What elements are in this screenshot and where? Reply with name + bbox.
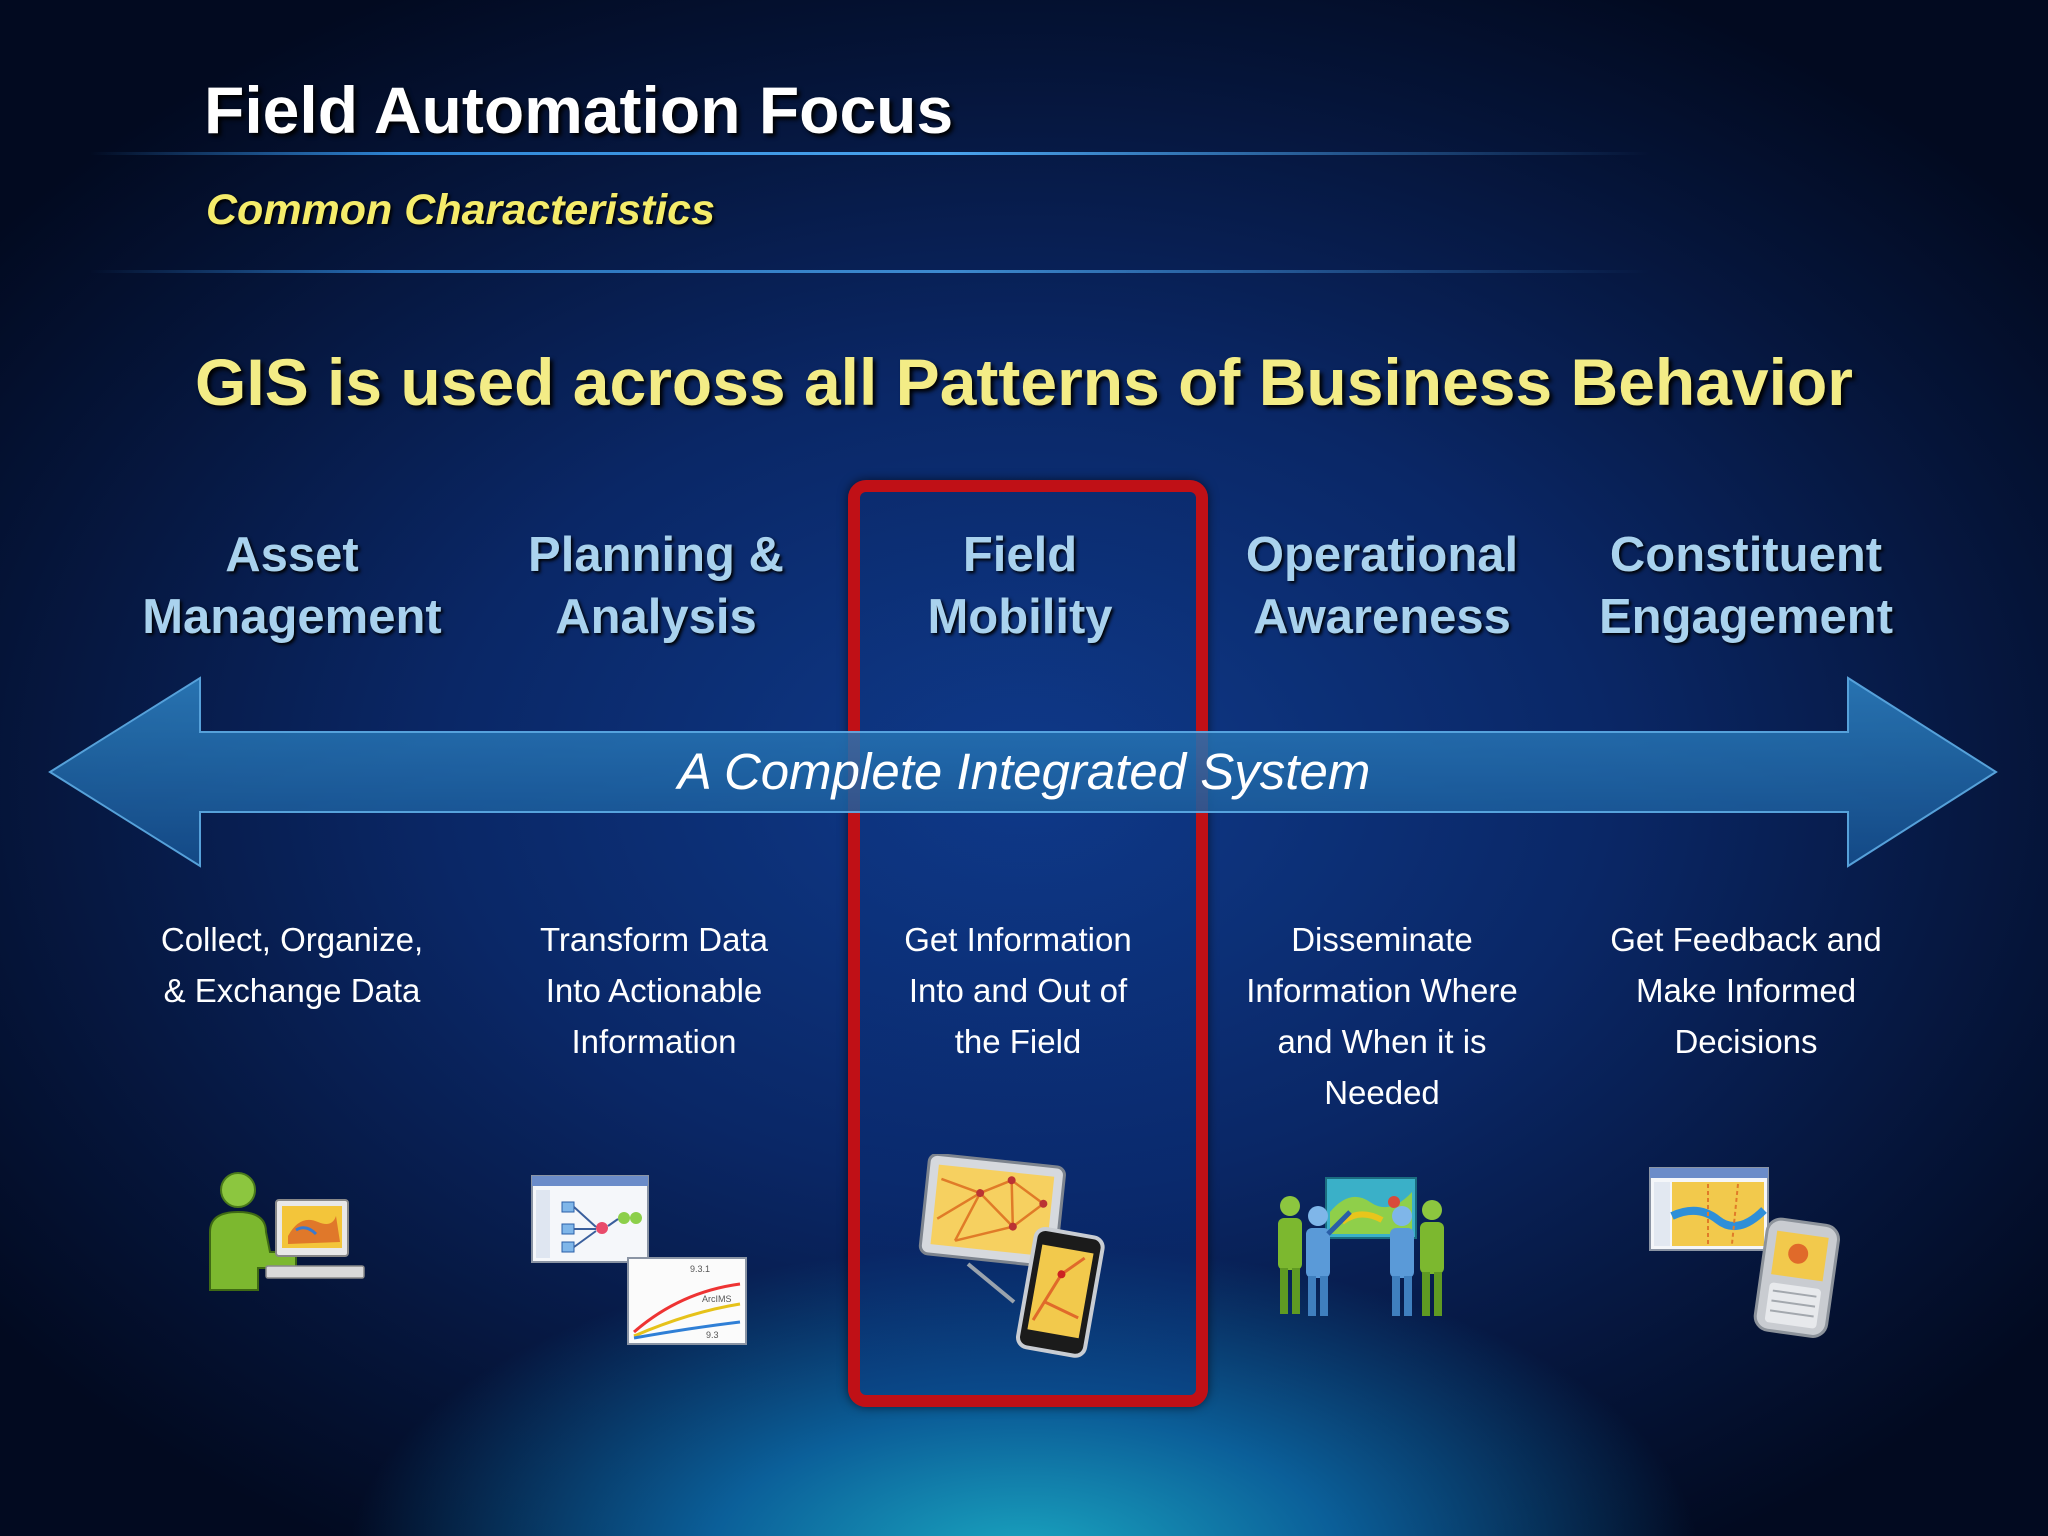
column-desc-planning-analysis: Transform Data Into Actionable Informati… bbox=[539, 921, 768, 1060]
headline: GIS is used across all Patterns of Busin… bbox=[195, 345, 1853, 419]
chart-label-arcims: ArcIMS bbox=[702, 1294, 732, 1304]
web-map-and-phone-icon bbox=[1649, 1167, 1840, 1338]
title-divider bbox=[90, 152, 1650, 155]
workflow-and-chart-icon: 9.3.1 ArcIMS 9.3 bbox=[531, 1175, 747, 1345]
slide-subtitle: Common Characteristics bbox=[206, 186, 715, 234]
column-title-asset-management: Asset Management bbox=[142, 528, 442, 644]
column-desc-constituent-engagement: Get Feedback and Make Informed Decisions bbox=[1610, 921, 1882, 1060]
subtitle-divider bbox=[90, 270, 1650, 273]
slide-title: Field Automation Focus bbox=[204, 73, 954, 147]
double-headed-arrow bbox=[48, 676, 1998, 868]
chart-label-931: 9.3.1 bbox=[690, 1264, 710, 1274]
arrow-label: A Complete Integrated System bbox=[677, 743, 1371, 800]
column-title-constituent-engagement: Constituent Engagement bbox=[1598, 528, 1894, 644]
column-title-planning-analysis: Planning & Analysis bbox=[528, 528, 784, 644]
column-title-field-mobility: Field Mobility bbox=[927, 528, 1113, 644]
column-desc-field-mobility: Get Information Into and Out of the Fiel… bbox=[904, 921, 1132, 1060]
column-title-operational-awareness: Operational Awareness bbox=[1245, 528, 1519, 644]
column-desc-operational-awareness: Disseminate Information Where and When i… bbox=[1246, 921, 1518, 1111]
people-presenting-map-icon bbox=[1278, 1177, 1444, 1316]
tablet-and-smartphone-icon bbox=[918, 1154, 1105, 1358]
person-at-computer-map-icon bbox=[209, 1172, 365, 1291]
chart-label-93: 9.3 bbox=[706, 1330, 719, 1340]
column-desc-asset-management: Collect, Organize, & Exchange Data bbox=[160, 921, 424, 1009]
